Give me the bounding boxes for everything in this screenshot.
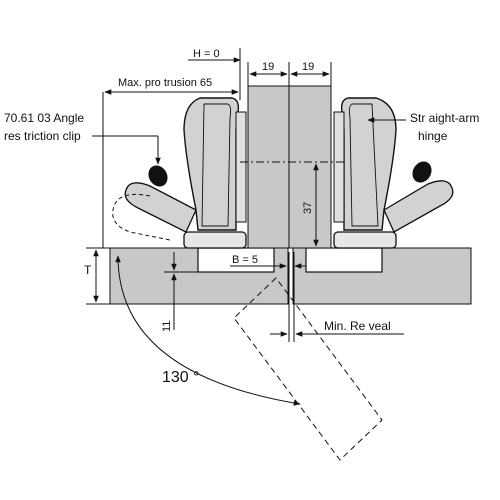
hinge-cup-right [305,247,383,273]
label-angle: 130 ° [162,369,200,386]
restriction-clip-left [124,182,197,233]
label-gap-right: 19 [302,61,314,73]
label-offset-11: 11 [161,321,173,332]
label-depth-37: 37 [302,202,314,214]
label-hinge-line1: Str aight-arm [410,111,479,125]
label-h-zero: H = 0 [193,48,220,60]
door-left [247,85,290,249]
clip-knob-left [148,165,168,187]
hinge-arm-left-plate [235,111,247,223]
door-open-outline [233,277,383,461]
door-right [288,85,332,249]
label-gap-left: 19 [262,61,274,73]
hinge-arm-right-plate [333,111,345,223]
hinge-arm-left [183,97,240,231]
label-min-reveal: Min. Re veal [324,319,391,333]
label-max-protrusion: Max. pro trusion 65 [118,77,212,89]
restriction-clip-right [383,180,454,233]
label-b-value: B = 5 [232,254,258,266]
label-clip-line1: 70.61 03 Angle [4,111,84,125]
clip-knob-right [412,161,432,183]
label-clip-line2: res triction clip [4,129,81,143]
label-hinge-line2: hinge [418,129,448,143]
mounting-plate-right [333,231,397,249]
hinge-arm-right [340,97,397,231]
angle-arc [115,255,301,406]
clip-swing-outline [112,193,171,241]
label-thickness-t: T [84,263,92,277]
mounting-plate-left [183,231,247,249]
hinge-arm-left-inner [201,103,232,227]
hinge-arm-right-inner [348,103,379,227]
